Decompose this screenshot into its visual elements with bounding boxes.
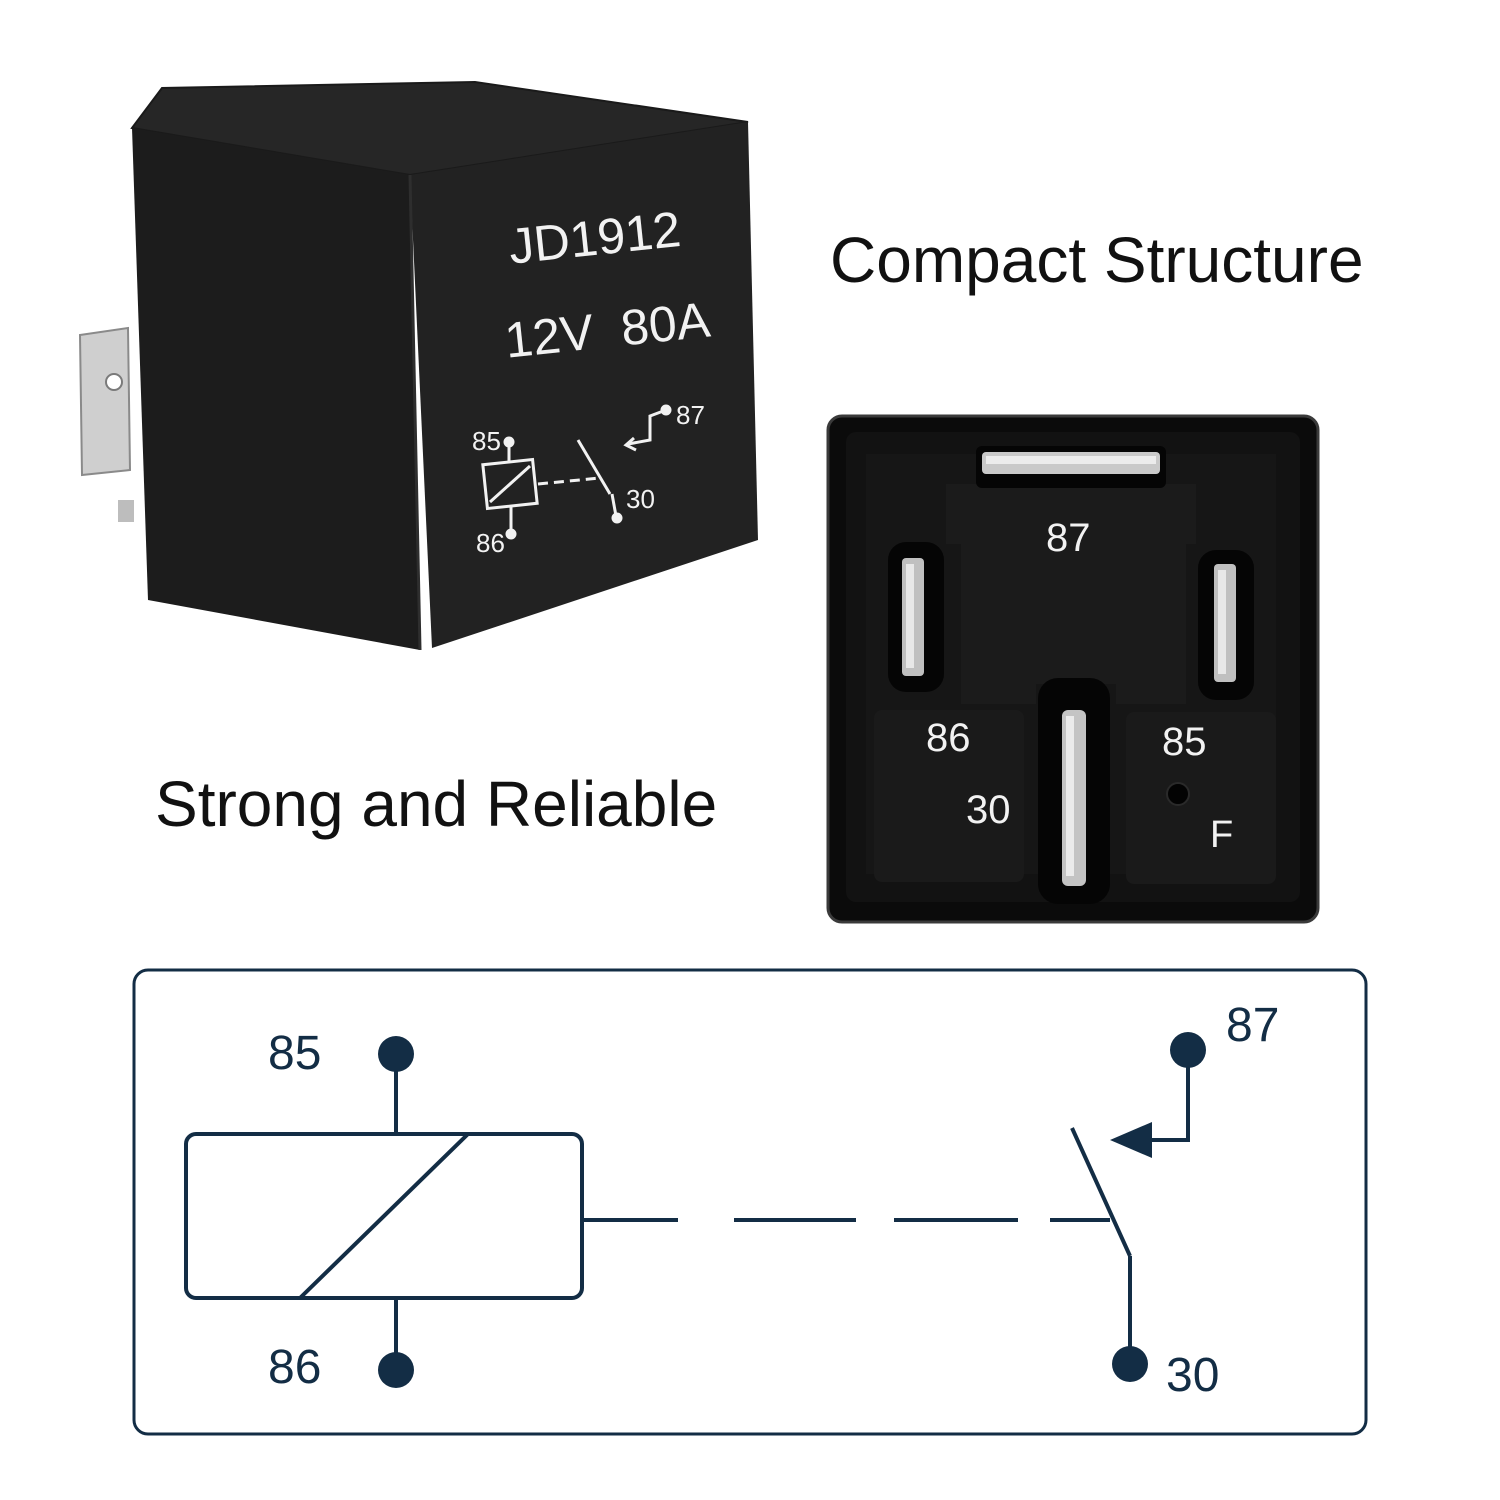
base-label-87: 87 xyxy=(1046,516,1091,560)
terminal-86 xyxy=(888,542,944,692)
relay-front-photo xyxy=(78,80,758,651)
terminal-dot-87 xyxy=(1170,1032,1206,1068)
schematic-border xyxy=(132,968,1368,1436)
relay-side-face xyxy=(132,128,420,650)
mini-pin-86: 86 xyxy=(476,528,505,558)
base-label-30: 30 xyxy=(966,788,1011,832)
mini-pin-85: 85 xyxy=(472,426,501,456)
mini-pin-30: 30 xyxy=(626,484,655,514)
schematic-label-86: 86 xyxy=(268,1341,322,1394)
terminal-85 xyxy=(1198,550,1254,700)
caption-strong-and-reliable: Strong and Reliable xyxy=(155,768,718,840)
relay-front-face xyxy=(410,122,758,648)
schematic-label-30: 30 xyxy=(1166,1349,1220,1402)
base-label-86: 86 xyxy=(926,716,971,760)
schematic-label-85: 85 xyxy=(268,1027,322,1080)
caption-compact-structure: Compact Structure xyxy=(830,224,1364,296)
terminal-dot-30 xyxy=(1112,1346,1148,1382)
contact-arrow-icon xyxy=(1110,1122,1152,1158)
terminal-87 xyxy=(976,446,1166,488)
terminal-dot-86 xyxy=(378,1352,414,1388)
base-label-85: 85 xyxy=(1162,720,1207,764)
schematic-label-87: 87 xyxy=(1226,999,1280,1052)
mini-schematic xyxy=(481,404,672,540)
wiring-schematic xyxy=(132,968,1368,1436)
relay-base-photo xyxy=(826,414,1320,924)
terminal-dot-85 xyxy=(378,1036,414,1072)
side-terminals xyxy=(78,326,134,522)
mini-pin-87: 87 xyxy=(676,400,705,430)
base-label-f: F xyxy=(1210,814,1234,856)
terminal-30 xyxy=(1038,678,1110,904)
